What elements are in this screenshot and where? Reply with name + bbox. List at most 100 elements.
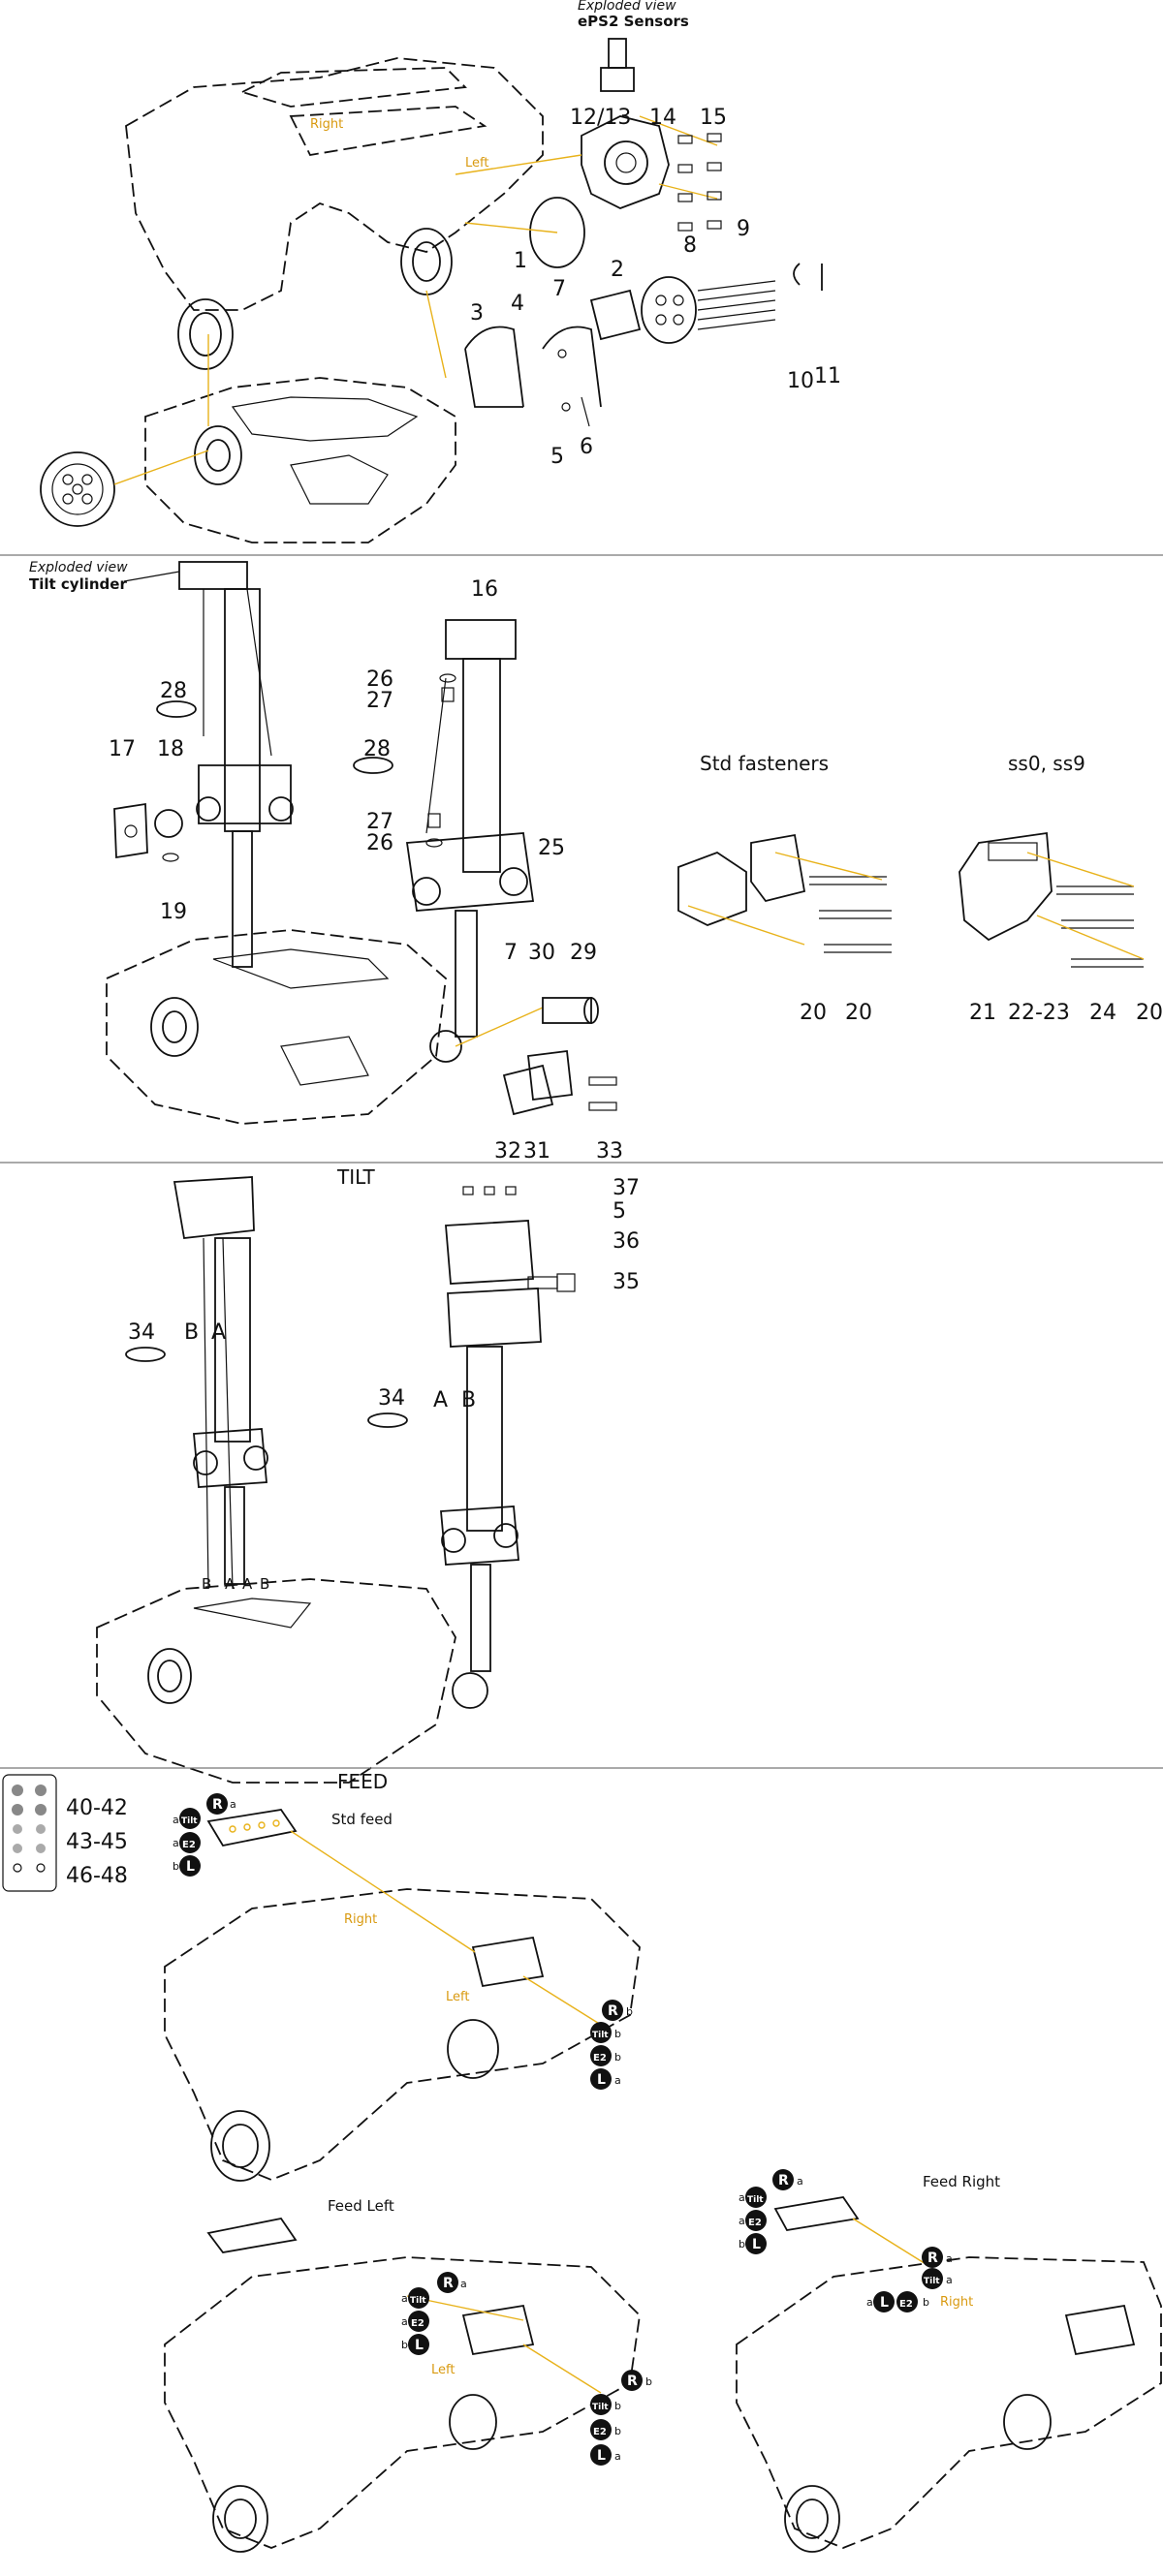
callout-12-13: 12/13 xyxy=(570,106,631,130)
std-fasteners-title: Std fasteners xyxy=(700,752,829,775)
callout-5: 5 xyxy=(550,445,564,469)
callout-17: 17 xyxy=(109,737,136,761)
svg-text:Tilt: Tilt xyxy=(747,2195,764,2205)
svg-text:E2: E2 xyxy=(593,2427,607,2437)
callout-28b: 28 xyxy=(363,737,391,761)
svg-text:b: b xyxy=(614,2051,621,2064)
std-right-label: Right xyxy=(344,1912,377,1927)
std-left-label: Left xyxy=(446,1990,469,2004)
svg-text:L: L xyxy=(597,2448,606,2464)
callout-26a: 26 xyxy=(366,667,393,692)
port-a-2: A xyxy=(433,1388,448,1412)
tilt-view-title: Tilt cylinder xyxy=(29,575,127,593)
callout-30: 30 xyxy=(528,941,555,965)
callout-16: 16 xyxy=(471,577,498,602)
svg-text:b: b xyxy=(645,2375,652,2388)
section-eps2-sensors: Exploded view ePS2 Sensors Right Left xyxy=(40,0,841,543)
callout-9: 9 xyxy=(737,217,750,241)
feed-left-side-label: Left xyxy=(431,2363,455,2377)
svg-text:R: R xyxy=(778,2173,789,2188)
svg-text:Tilt: Tilt xyxy=(592,2403,609,2412)
eps2-view-caption: Exploded view xyxy=(578,0,676,14)
svg-text:a: a xyxy=(614,2450,621,2463)
callout-33: 33 xyxy=(596,1139,623,1164)
svg-text:Tilt: Tilt xyxy=(410,2296,426,2306)
callout-21: 21 xyxy=(969,1001,996,1025)
legend-46-48: 46-48 xyxy=(66,1864,128,1888)
std-feed-title: Std feed xyxy=(331,1811,393,1828)
svg-text:E2: E2 xyxy=(899,2299,913,2310)
callout-6: 6 xyxy=(580,435,593,459)
callout-26b: 26 xyxy=(366,831,393,855)
callout-20a: 20 xyxy=(800,1001,827,1025)
callout-1: 1 xyxy=(514,249,527,273)
svg-text:b: b xyxy=(626,2005,633,2018)
callout-37: 37 xyxy=(613,1176,640,1200)
svg-text:b: b xyxy=(923,2296,929,2309)
frame-left-label: Left xyxy=(465,156,488,171)
callout-4: 4 xyxy=(511,292,524,316)
callout-19: 19 xyxy=(160,900,187,924)
port-b-3: B xyxy=(202,1575,211,1593)
port-size-legend: 40-42 43-45 46-48 xyxy=(2,1774,128,1892)
svg-text:E2: E2 xyxy=(748,2218,762,2228)
feed-right-title: Feed Right xyxy=(923,2173,1000,2190)
port-a-1: A xyxy=(211,1320,226,1345)
svg-text:a: a xyxy=(230,1798,236,1811)
callout-2: 2 xyxy=(611,258,624,282)
tilt-title: TILT xyxy=(336,1165,376,1189)
svg-text:a: a xyxy=(739,2191,745,2204)
feed-title: FEED xyxy=(337,1770,388,1793)
svg-text:E2: E2 xyxy=(593,2053,607,2064)
svg-text:a: a xyxy=(946,2274,953,2286)
callout-34b: 34 xyxy=(378,1386,405,1411)
feed-left-title: Feed Left xyxy=(328,2197,394,2215)
svg-text:E2: E2 xyxy=(411,2318,424,2329)
callout-27a: 27 xyxy=(366,689,393,713)
svg-text:a: a xyxy=(173,1814,179,1826)
callout-8: 8 xyxy=(683,233,697,258)
callout-31: 31 xyxy=(523,1139,550,1164)
svg-text:a: a xyxy=(797,2175,803,2188)
port-b-2: B xyxy=(461,1388,476,1412)
callout-7b: 7 xyxy=(504,941,518,965)
svg-text:E2: E2 xyxy=(182,1840,196,1850)
callout-25: 25 xyxy=(538,836,565,860)
svg-text:b: b xyxy=(614,2425,621,2437)
callout-22-23: 22-23 xyxy=(1008,1001,1070,1025)
svg-text:L: L xyxy=(415,2338,424,2353)
section-feed: FEED 40-42 43-45 46-48 Std feed Right Le… xyxy=(2,1770,1162,2553)
callout-11: 11 xyxy=(814,364,841,388)
svg-text:a: a xyxy=(866,2296,873,2309)
svg-text:L: L xyxy=(880,2295,889,2311)
svg-text:R: R xyxy=(608,2003,618,2019)
callout-20c: 20 xyxy=(1136,1001,1163,1025)
tilt-view-caption: Exploded view xyxy=(29,560,128,575)
svg-text:Tilt: Tilt xyxy=(181,1816,198,1826)
svg-text:R: R xyxy=(212,1797,223,1813)
svg-text:b: b xyxy=(401,2339,408,2351)
svg-text:L: L xyxy=(597,2072,606,2088)
svg-text:R: R xyxy=(443,2276,454,2291)
svg-text:a: a xyxy=(173,1837,179,1849)
port-a-4: A xyxy=(242,1575,253,1593)
svg-text:b: b xyxy=(614,2028,621,2040)
svg-text:b: b xyxy=(614,2400,621,2412)
legend-40-42: 40-42 xyxy=(66,1796,128,1820)
callout-29: 29 xyxy=(570,941,597,965)
callout-28a: 28 xyxy=(160,679,187,703)
svg-text:a: a xyxy=(614,2074,621,2087)
callout-10: 10 xyxy=(787,369,814,393)
svg-text:a: a xyxy=(401,2292,408,2305)
eps2-view-title: ePS2 Sensors xyxy=(578,13,689,30)
port-b-1: B xyxy=(184,1320,199,1345)
callout-5c: 5 xyxy=(613,1199,626,1224)
feed-right-side-label: Right xyxy=(940,2295,973,2310)
svg-text:a: a xyxy=(739,2215,745,2227)
callout-27b: 27 xyxy=(366,810,393,834)
port-a-3: A xyxy=(225,1575,236,1593)
svg-text:L: L xyxy=(752,2237,761,2252)
